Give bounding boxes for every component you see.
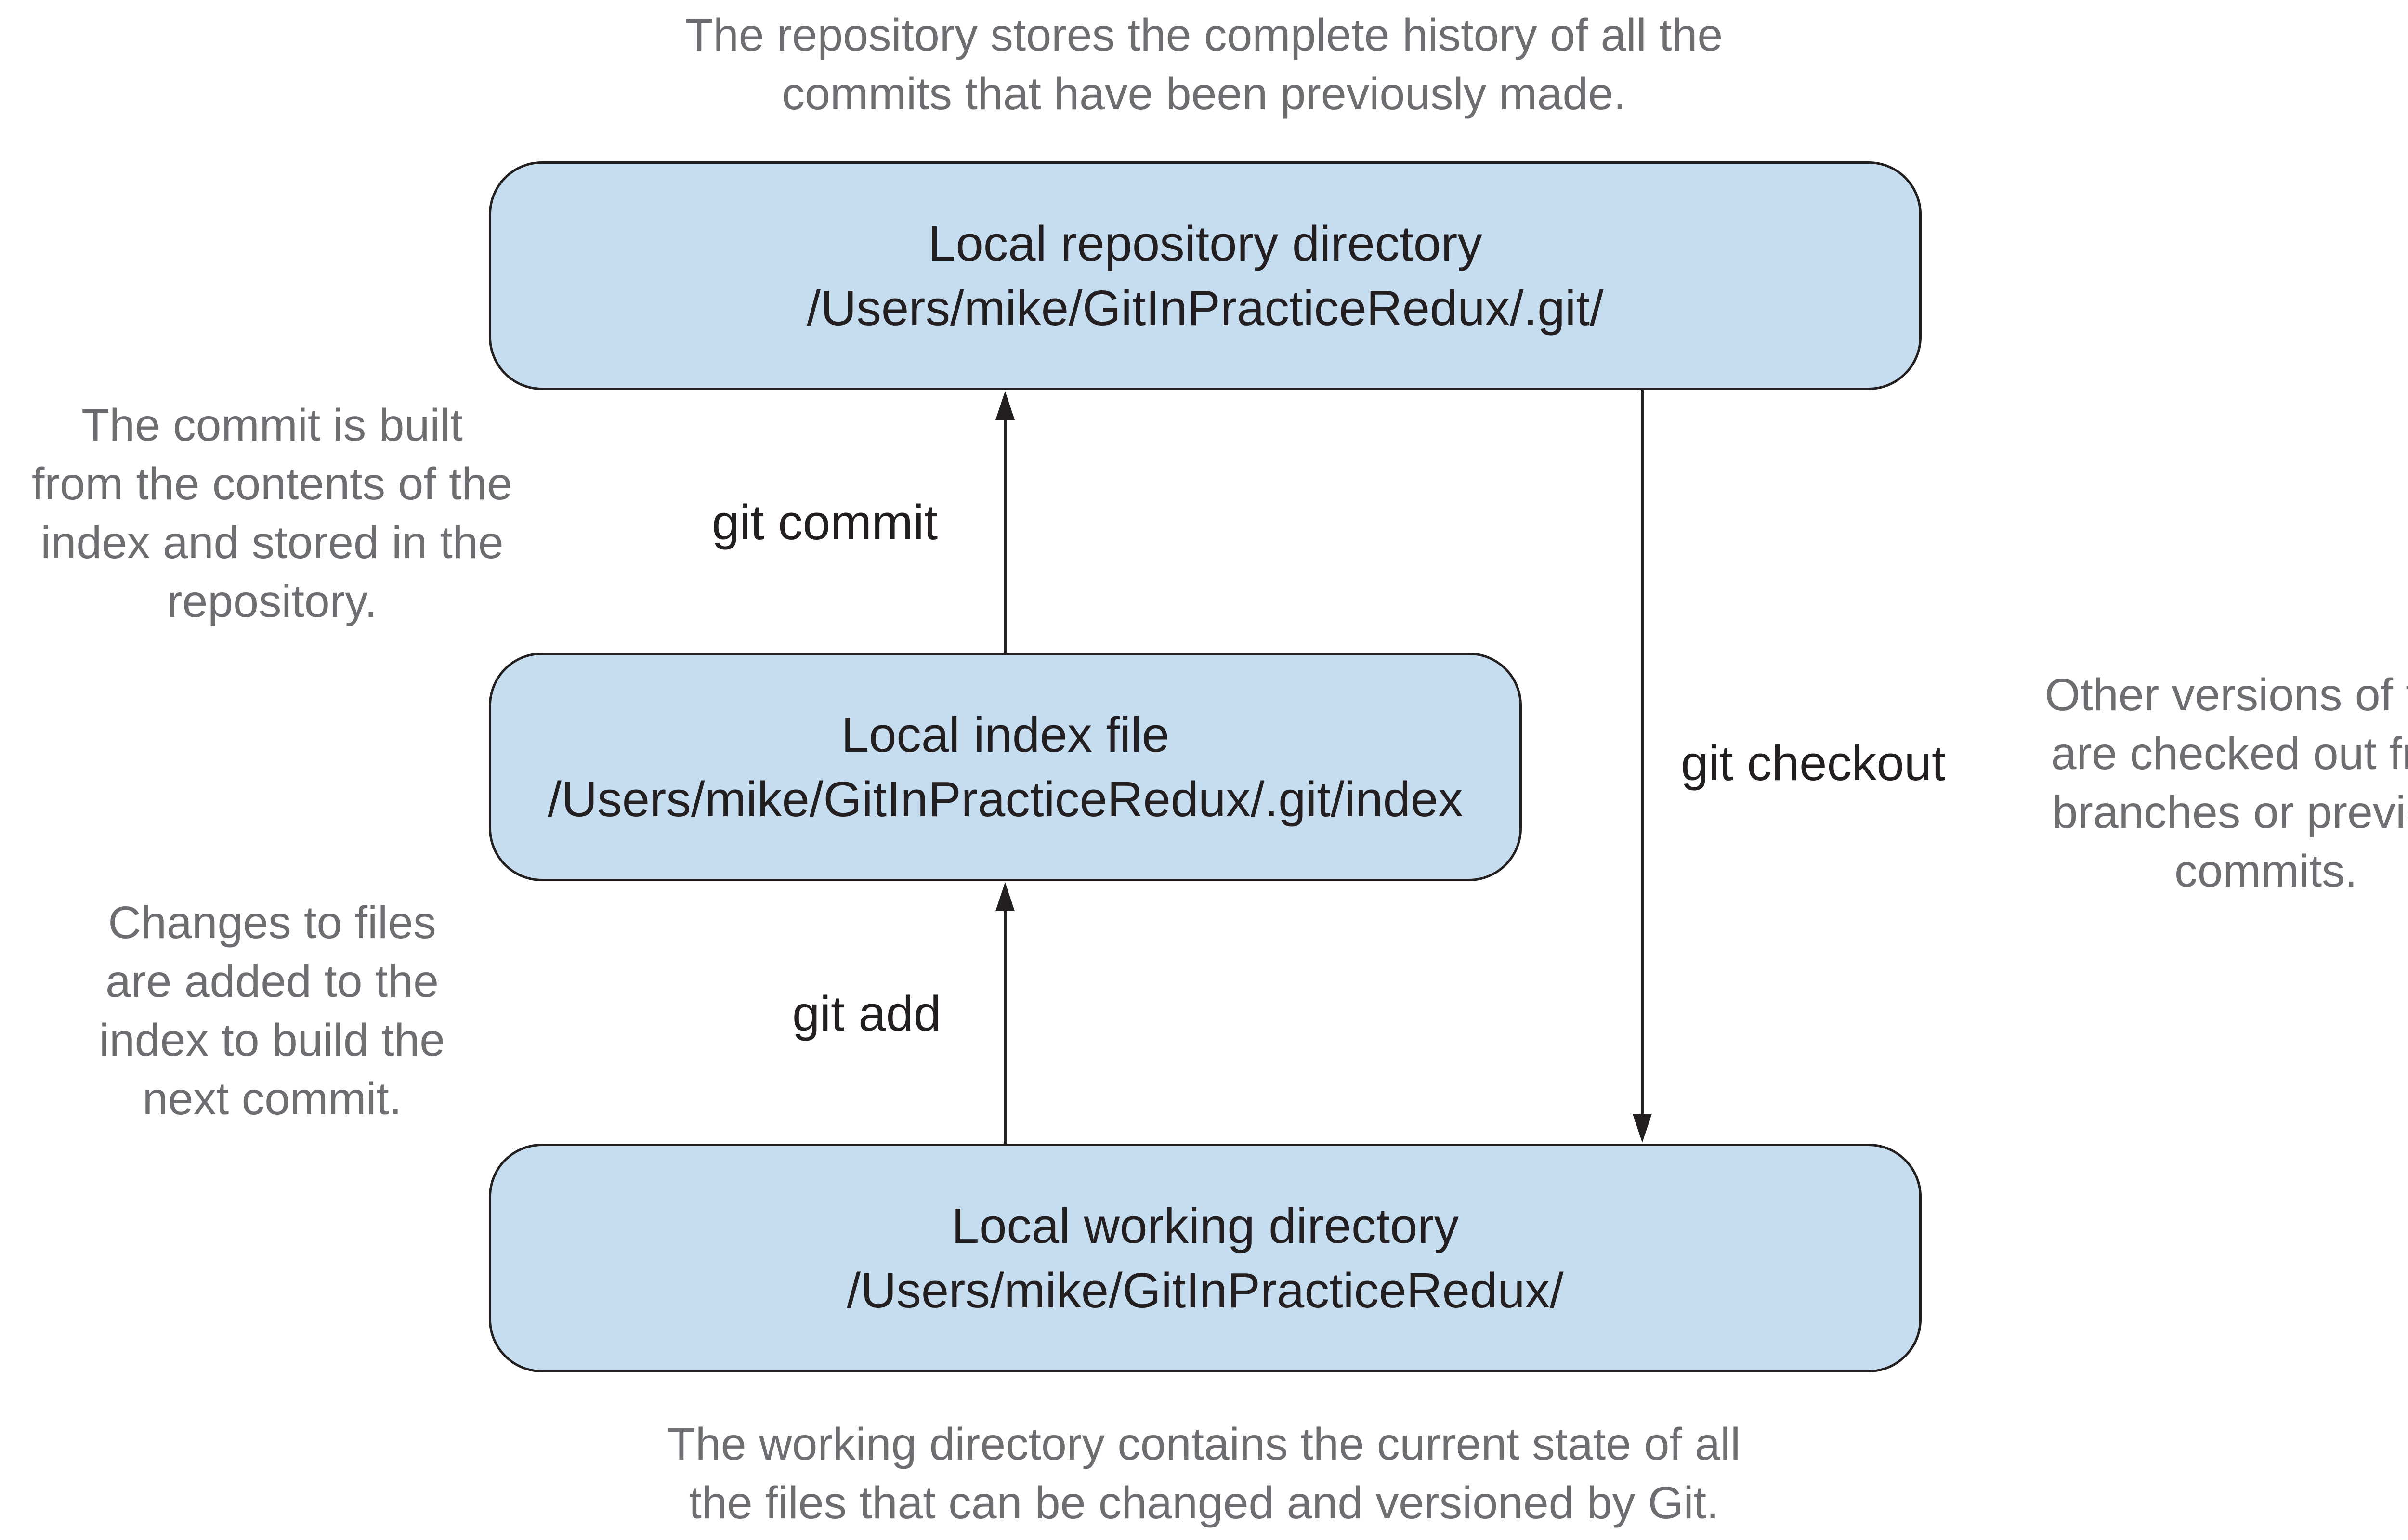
local-repository-box: Local repository directory /Users/mike/G… [489, 161, 1922, 390]
repository-note-line: commits that have been previously made. [782, 68, 1626, 119]
repository-note-line: The repository stores the complete histo… [685, 10, 1723, 61]
checkout-note: Other versions of files are checked out … [2013, 666, 2408, 901]
checkout-note-line: are checked out from [2051, 728, 2408, 779]
local-index-path: /Users/mike/GitInPracticeRedux/.git/inde… [548, 771, 1463, 827]
add-note-line: Changes to files [108, 897, 436, 948]
commit-note-line: from the contents of the [31, 458, 513, 509]
repository-note: The repository stores the complete histo… [607, 6, 1801, 123]
git-checkout-arrow [1633, 390, 1652, 1143]
git-commit-label: git commit [712, 495, 938, 550]
commit-note-line: repository. [167, 576, 378, 627]
local-index-title: Local index file [841, 706, 1170, 762]
checkout-note-line: Other versions of files [2044, 669, 2408, 720]
add-note-line: next commit. [142, 1073, 402, 1124]
working-directory-note-line: the files that can be changed and versio… [689, 1477, 1719, 1528]
local-index-box: Local index file /Users/mike/GitInPracti… [489, 653, 1522, 881]
git-commit-arrow [995, 391, 1015, 653]
checkout-note-line: commits. [2174, 846, 2357, 897]
local-repository-path: /Users/mike/GitInPracticeRedux/.git/ [807, 280, 1604, 336]
git-add-label: git add [792, 986, 942, 1041]
local-working-directory-box: Local working directory /Users/mike/GitI… [489, 1144, 1922, 1372]
commit-note-line: index and stored in the [40, 517, 504, 568]
local-working-directory-title: Local working directory [951, 1198, 1459, 1253]
working-directory-note: The working directory contains the curre… [597, 1415, 1811, 1532]
git-add-arrow [995, 882, 1015, 1144]
commit-note: The commit is built from the contents of… [10, 396, 535, 631]
add-note-line: index to build the [99, 1015, 445, 1066]
local-working-directory-path: /Users/mike/GitInPracticeRedux/ [847, 1262, 1564, 1318]
commit-note-line: The commit is built [81, 400, 463, 451]
git-checkout-label: git checkout [1681, 735, 1946, 791]
checkout-note-line: branches or previous [2052, 787, 2408, 838]
add-note: Changes to files are added to the index … [29, 893, 515, 1128]
working-directory-note-line: The working directory contains the curre… [667, 1419, 1741, 1470]
local-repository-title: Local repository directory [928, 215, 1482, 271]
add-note-line: are added to the [105, 956, 439, 1007]
